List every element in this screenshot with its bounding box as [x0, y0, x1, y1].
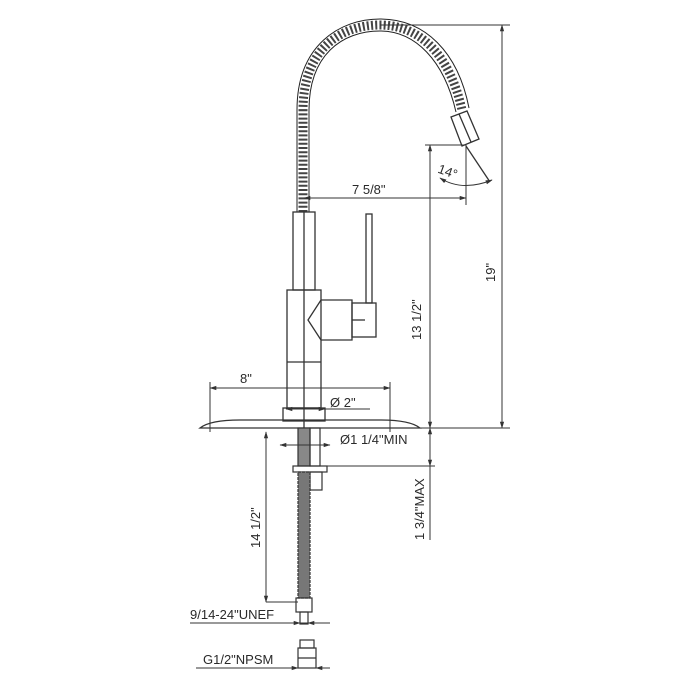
base-diameter-label: Ø 2"	[330, 395, 356, 410]
dimension-lines	[190, 24, 510, 671]
spout-reach-label: 7 5/8"	[352, 182, 386, 197]
faucet-body	[286, 211, 377, 430]
hose-length-label: 14 1/2"	[248, 507, 263, 548]
deck-plate	[198, 407, 422, 429]
overall-height-label: 19"	[483, 262, 498, 282]
deck-thickness-label: 1 3/4"MAX	[412, 478, 427, 540]
hose-thread-label: 9/14-24"UNEF	[190, 607, 275, 622]
supply-thread-label: G1/2"NPSM	[203, 652, 274, 667]
spring-spout	[298, 20, 467, 212]
shank-and-hose	[292, 427, 328, 669]
deck-plate-width-label: 8"	[240, 371, 252, 386]
spray-head	[450, 110, 491, 183]
hole-diameter-label: Ø1 1/4"MIN	[340, 432, 408, 447]
spout-height-label: 13 1/2"	[409, 299, 424, 340]
